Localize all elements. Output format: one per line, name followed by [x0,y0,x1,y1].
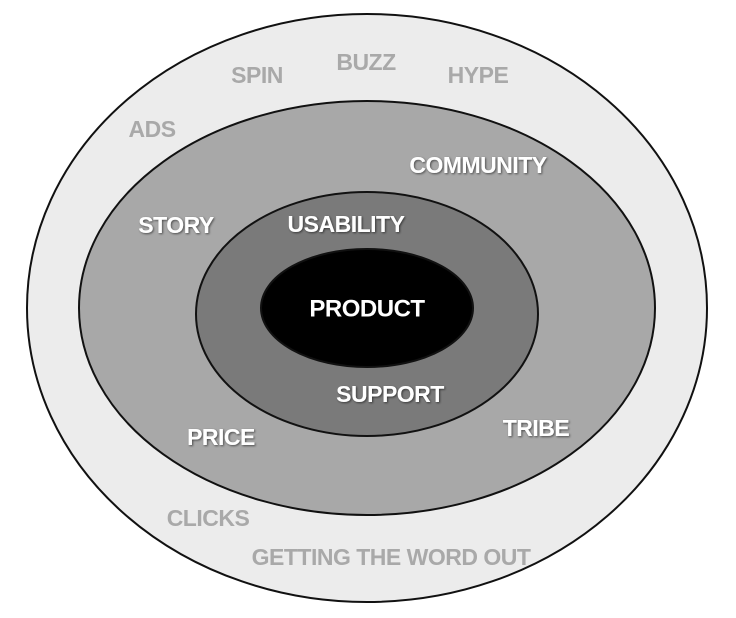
inner-label-usability: USABILITY [288,211,405,237]
outer-label-clicks: CLICKS [167,505,250,531]
middle-label-story: STORY [138,212,214,238]
inner-label-support: SUPPORT [336,381,444,407]
outer-label-ads: ADS [128,116,175,142]
outer-label-getting-the-word-out: GETTING THE WORD OUT [252,544,531,570]
outer-label-spin: SPIN [231,62,283,88]
outer-label-buzz: BUZZ [336,49,396,75]
product-core [260,248,474,368]
middle-label-price: PRICE [187,424,255,450]
outer-label-hype: HYPE [448,62,509,88]
middle-label-tribe: TRIBE [503,415,570,441]
core-label-product: PRODUCT [309,296,425,323]
middle-label-community: COMMUNITY [409,152,546,178]
